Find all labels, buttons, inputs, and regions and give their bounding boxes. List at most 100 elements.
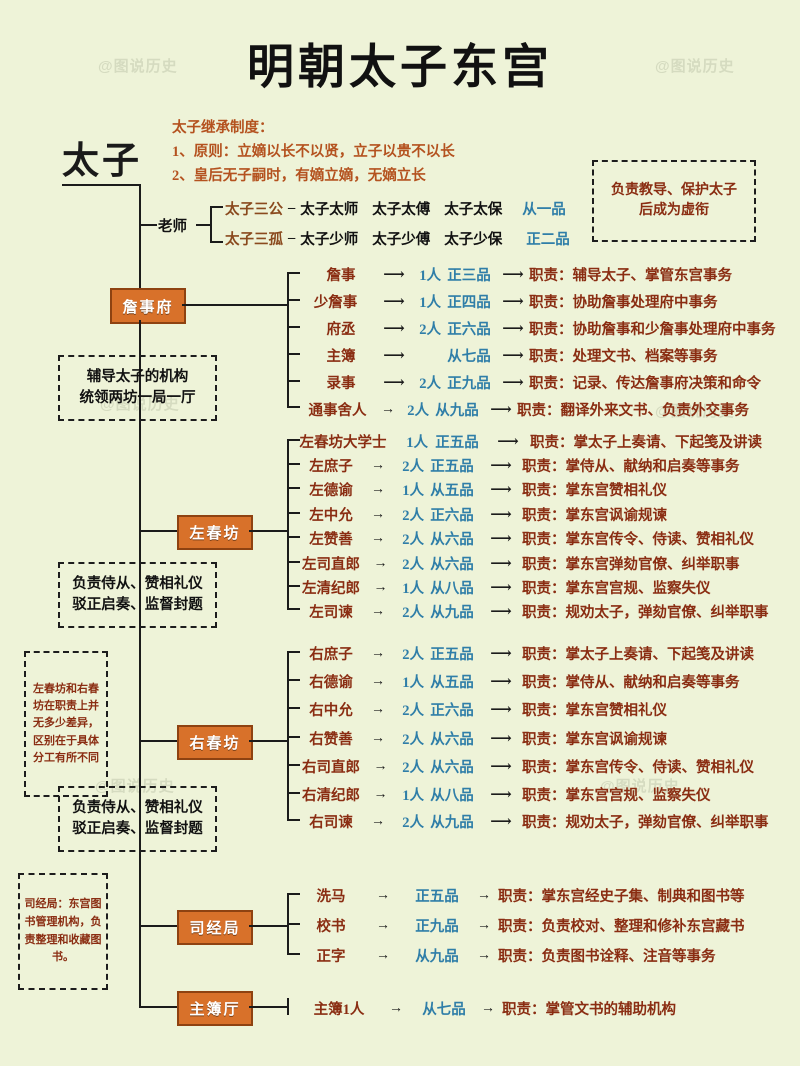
branch-connector-youchunfang [139, 740, 178, 742]
arrow-icon: → [371, 645, 385, 661]
teacher-dash: – [288, 200, 296, 216]
post-rank: 正五品 [430, 647, 474, 663]
duty-label: 职责： [522, 605, 566, 621]
post-rank: 正五品 [430, 459, 474, 475]
succession-line-2: 2、皇后无子嗣时，有嫡立嫡，无嫡立长 [172, 168, 426, 184]
duty-text: 记录、传达詹事府决策和命令 [572, 376, 762, 392]
arrow-icon: ⟶ [502, 348, 524, 364]
duty-text: 掌东宫弹劾官僚、纠举职事 [565, 557, 740, 573]
table-row: 校书 → 正九品 → 职责： 负责校对、整理和修补东宫藏书 [300, 915, 745, 936]
post-rank: 从九品 [430, 815, 474, 831]
arrow-icon: → [481, 1000, 495, 1016]
post-rank: 从九品 [435, 403, 479, 419]
table-row: 左庶子 → 2人 正五品 ⟶ 职责： 掌侍从、献纳和启奏等事务 [300, 455, 739, 476]
teacher-name: 太子太傅 [372, 202, 431, 218]
post-name: 右司直郎 [302, 760, 360, 776]
arrow-icon: ⟶ [490, 646, 512, 662]
node-out-youchunfang [249, 740, 288, 742]
duty-label: 职责： [522, 732, 566, 748]
post-name: 正字 [316, 949, 346, 965]
succession-line-1: 1、原则：立嫡以长不以贤，立子以贵不以长 [172, 144, 455, 160]
arrow-icon: → [373, 786, 388, 802]
duty-label: 职责： [522, 788, 566, 804]
duty-label: 职责： [522, 581, 566, 597]
post-name: 左庶子 [309, 459, 353, 475]
post-name: 左司直郎 [302, 557, 360, 573]
post-count: 2人 [402, 732, 424, 748]
duty-text: 掌东宫讽谕规谏 [565, 732, 668, 748]
table-row: 右庶子 → 2人 正五品 ⟶ 职责： 掌太子上奏请、下起笺及讲读 [300, 643, 754, 664]
teacher-group: 太子三孤 [225, 232, 283, 248]
duty-text: 掌侍从、献纳和启奏等事务 [565, 675, 740, 691]
post-rank: 正九品 [447, 376, 491, 392]
arrow-icon: ⟶ [383, 267, 405, 283]
arrow-icon: ⟶ [490, 531, 512, 547]
duty-label: 职责： [529, 295, 573, 311]
node-out-zuochunfang [249, 530, 288, 532]
table-row: 主簿1人 → 从七品 → 职责： 掌管文书的辅助机构 [300, 998, 676, 1019]
post-name: 左清纪郎 [302, 581, 360, 597]
branch-connector-zhubuting [139, 1006, 178, 1008]
page-title: 明朝太子东宫 [247, 42, 553, 94]
duty-text: 辅导太子、掌管东宫事务 [572, 268, 733, 284]
arrow-icon: ⟶ [490, 731, 512, 747]
post-name: 左德谕 [309, 483, 353, 499]
post-rank: 从六品 [430, 732, 474, 748]
post-rank: 正六品 [430, 703, 474, 719]
duty-text: 规劝太子，弹劾官僚、纠举职事 [565, 605, 769, 621]
node-zhubuting[interactable]: 主簿厅 [177, 991, 253, 1026]
post-count: 1人 [406, 435, 428, 451]
node-zhanshifu[interactable]: 詹事府 [110, 288, 186, 324]
root-node-prince: 太子 [62, 141, 142, 182]
post-rank: 正六品 [430, 508, 474, 524]
post-name: 洗马 [316, 889, 346, 905]
table-row: 正字 → 从九品 → 职责： 负责图书诠释、注音等事务 [300, 945, 716, 966]
node-youchunfang[interactable]: 右春坊 [177, 725, 253, 760]
arrow-icon: → [477, 947, 491, 963]
arrow-icon: → [381, 401, 395, 417]
arrow-icon: → [373, 758, 388, 774]
post-count: 1人 [402, 788, 424, 804]
teacher-note-box: 负责教导、保护太子 后成为虚衔 [592, 160, 756, 242]
arrow-icon: → [371, 481, 385, 497]
arrow-icon: ⟶ [490, 674, 512, 690]
post-rank: 从八品 [430, 581, 474, 597]
post-rank: 从五品 [430, 675, 474, 691]
table-row: 右赞善 → 2人 从六品 ⟶ 职责： 掌东宫讽谕规谏 [300, 728, 667, 749]
arrow-icon: → [371, 506, 385, 522]
post-name: 主簿1人 [313, 1002, 365, 1018]
post-count: 1人 [402, 483, 424, 499]
post-name: 左司谏 [309, 605, 353, 621]
duty-label: 职责： [522, 703, 566, 719]
succession-heading: 太子继承制度： [172, 120, 274, 136]
succession-rules: 太子继承制度： 1、原则：立嫡以长不以贤，立子以贵不以长 2、皇后无子嗣时，有嫡… [172, 116, 455, 188]
duty-label: 职责： [522, 760, 566, 776]
post-count: 1人 [419, 295, 441, 311]
note-text: 司经局：东宫图书管理机构，负责整理和收藏图书。 [24, 898, 102, 964]
post-name: 主簿 [326, 349, 356, 365]
duty-label: 职责： [522, 459, 566, 475]
note-line-2: 驳正启奏、监督封题 [72, 597, 203, 613]
node-zuochunfang[interactable]: 左春坊 [177, 515, 253, 550]
table-row: 通事舍人 → 2人 从九品 ⟶ 职责： 翻译外来文书、负责外交事务 [298, 399, 788, 420]
duty-text: 规劝太子，弹劾官僚、纠举职事 [565, 815, 769, 831]
node-sijingju[interactable]: 司经局 [177, 910, 253, 945]
post-rank: 从六品 [430, 760, 474, 776]
post-rank: 正五品 [435, 435, 479, 451]
post-name: 校书 [316, 919, 346, 935]
teacher-name: 太子少师 [300, 232, 359, 248]
arrow-icon: → [389, 1000, 403, 1016]
arrow-icon: ⟶ [490, 787, 512, 803]
duty-label: 职责： [529, 376, 573, 392]
post-name: 右中允 [309, 703, 353, 719]
post-count: 2人 [419, 322, 441, 338]
post-name: 詹事 [326, 268, 356, 284]
arrow-icon: ⟶ [383, 321, 405, 337]
post-count: 2人 [402, 508, 424, 524]
node-out-sijingju [249, 925, 288, 927]
arrow-icon: → [477, 887, 491, 903]
table-row: 右清纪郎 → 1人 从八品 ⟶ 职责： 掌东宫宫规、监察失仪 [295, 784, 711, 805]
arrow-icon: ⟶ [490, 580, 512, 596]
post-count: 2人 [402, 815, 424, 831]
